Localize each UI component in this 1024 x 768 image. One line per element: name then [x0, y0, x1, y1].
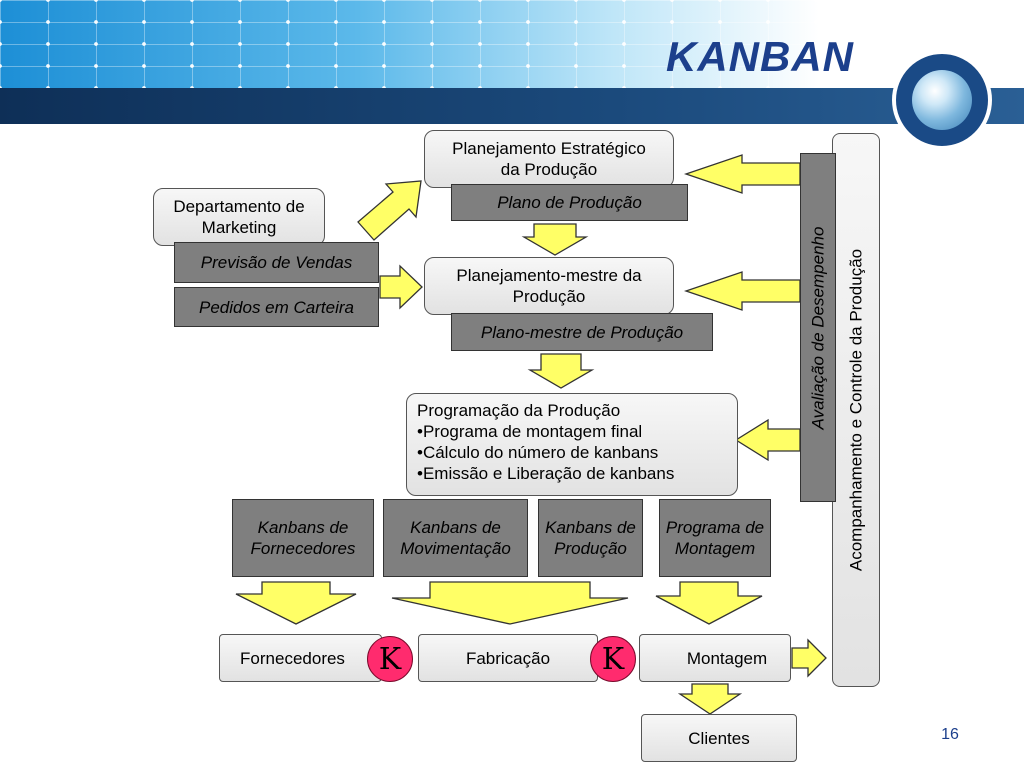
planejamento-mestre-box: Planejamento-mestre da Produção — [424, 257, 674, 315]
kanban-k-circle-1: K — [367, 636, 413, 682]
kanbans-producao-box: Kanbans de Produção — [538, 499, 643, 577]
arrow-avaliacao-to-mestre — [683, 271, 801, 311]
plano-mestre-box: Plano-mestre de Produção — [451, 313, 713, 351]
globe-sphere — [912, 70, 972, 130]
planejamento-mestre-label: Planejamento-mestre da Produção — [456, 266, 642, 306]
programa-montagem-label: Programa de Montagem — [665, 518, 765, 558]
kanbans-fornecedores-label: Kanbans de Fornecedores — [250, 518, 356, 558]
arrow-avaliacao-to-strategic — [683, 154, 801, 194]
kanban-k-label-1: K — [378, 641, 402, 677]
page-number: 16 — [941, 726, 959, 743]
programa-montagem-box: Programa de Montagem — [659, 499, 771, 577]
programacao-item-2: •Cálculo do número de kanbans — [417, 443, 659, 462]
header-dot-pattern — [0, 0, 1024, 88]
fornecedores-box: Fornecedores — [219, 634, 382, 682]
avaliacao-desempenho-label: Avaliação de Desempenho — [808, 226, 828, 429]
kanbans-fornecedores-box: Kanbans de Fornecedores — [232, 499, 374, 577]
plano-producao-label: Plano de Produção — [497, 193, 642, 212]
programacao-item-1: •Programa de montagem final — [417, 422, 643, 441]
programacao-heading: Programação da Produção — [417, 401, 621, 420]
arrow-vendas-to-mestre — [379, 264, 423, 310]
kanbans-producao-label: Kanbans de Produção — [545, 518, 636, 558]
kanban-k-circle-2: K — [590, 636, 636, 682]
arrow-kanbans-fornecedores-down — [235, 581, 357, 625]
fabricacao-box: Fabricação — [418, 634, 598, 682]
arrow-marketing-to-strategic — [357, 180, 422, 241]
header-band — [0, 88, 1024, 124]
header-background — [0, 0, 1024, 88]
previsao-vendas-box: Previsão de Vendas — [174, 242, 379, 283]
planejamento-estrategico-box: Planejamento Estratégico da Produção — [424, 130, 674, 188]
programacao-item-3: •Emissão e Liberação de kanbans — [417, 464, 675, 483]
globe-icon — [892, 50, 992, 150]
montagem-label: Montagem — [686, 648, 768, 668]
departamento-marketing-box: Departamento de Marketing — [153, 188, 325, 246]
programacao-box: Programação da Produção •Programa de mon… — [406, 393, 738, 496]
arrow-kanbans-to-fabricacao — [391, 581, 629, 625]
clientes-box: Clientes — [641, 714, 797, 762]
acompanhamento-label: Acompanhamento e Controle da Produção — [846, 248, 866, 572]
pedidos-carteira-box: Pedidos em Carteira — [174, 287, 379, 327]
arrow-mestre-to-programacao — [527, 353, 595, 389]
departamento-marketing-label: Departamento de Marketing — [173, 197, 305, 237]
acompanhamento-box: Acompanhamento e Controle da Produção — [832, 133, 880, 687]
arrow-plano-to-mestre — [521, 223, 589, 256]
fabricacao-label: Fabricação — [465, 648, 551, 668]
kanban-k-label-2: K — [601, 641, 625, 677]
plano-mestre-label: Plano-mestre de Produção — [480, 322, 684, 342]
planejamento-estrategico-label: Planejamento Estratégico da Produção — [452, 139, 646, 179]
clientes-label: Clientes — [688, 728, 750, 748]
arrow-avaliacao-to-programacao — [734, 418, 801, 462]
kanbans-movimentacao-box: Kanbans de Movimentação — [383, 499, 528, 577]
avaliacao-desempenho-box: Avaliação de Desempenho — [800, 153, 836, 502]
montagem-box: Montagem — [639, 634, 791, 682]
slide-title: KANBAN — [666, 33, 854, 80]
plano-producao-box: Plano de Produção — [451, 184, 688, 221]
pedidos-carteira-label: Pedidos em Carteira — [199, 297, 354, 317]
fornecedores-label: Fornecedores — [240, 648, 345, 668]
previsao-vendas-label: Previsão de Vendas — [200, 253, 353, 272]
kanbans-movimentacao-label: Kanbans de Movimentação — [400, 518, 511, 558]
arrow-montagem-to-acompanhamento — [791, 638, 827, 678]
arrow-montagem-to-clientes — [677, 683, 743, 715]
arrow-programa-montagem-down — [655, 581, 763, 625]
